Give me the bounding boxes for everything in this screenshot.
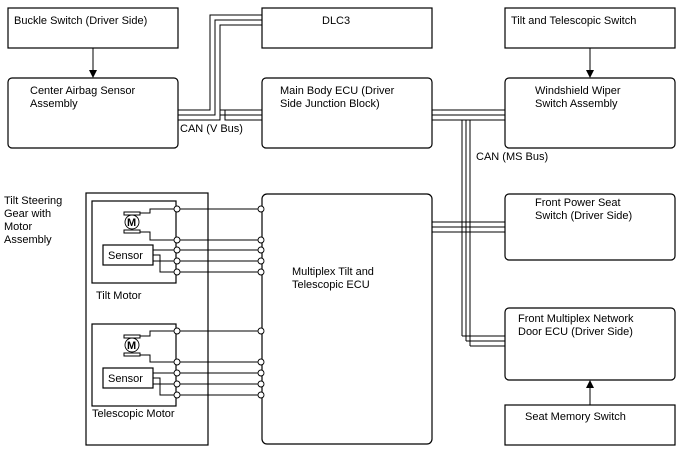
tilt-telescopic-switch-box: Tilt and Telescopic Switch (504, 7, 676, 49)
can-ms-bus-label: CAN (MS Bus) (476, 151, 548, 163)
windshield-wiper-box: Windshield Wiper Switch Assembly (504, 77, 676, 149)
tilt-wiring (140, 205, 265, 276)
dlc3-label: DLC3 (322, 15, 350, 27)
seat-memory-label: Seat Memory Switch (525, 411, 626, 423)
front-multiplex-box: Front Multiplex Network Door ECU (Driver… (504, 307, 676, 381)
windshield-wiper-label-line1: Windshield Wiper (535, 85, 621, 97)
telescopic-sensor-label: Sensor (108, 373, 143, 385)
center-airbag-label-line1: Center Airbag Sensor (30, 85, 136, 97)
tilt-sensor-label: Sensor (108, 250, 143, 262)
tilt-motor-label: Tilt Motor (96, 290, 142, 302)
front-multiplex-label-line2: Door ECU (Driver Side) (518, 326, 633, 338)
windshield-wiper-label-line2: Switch Assembly (535, 98, 618, 110)
tilt-steering-title-line2: Gear with (4, 208, 51, 220)
center-airbag-label-line2: Assembly (30, 98, 78, 110)
front-power-seat-label-line1: Front Power Seat (535, 197, 621, 209)
can-ms-bus: CAN (MS Bus) (432, 109, 548, 347)
tilt-steering-title-line1: Tilt Steering (4, 195, 62, 207)
telescopic-wiring (140, 327, 265, 399)
main-body-ecu-box: Main Body ECU (Driver Side Junction Bloc… (261, 77, 433, 149)
front-power-seat-box: Front Power Seat Switch (Driver Side) (504, 193, 676, 261)
buckle-switch-label: Buckle Switch (Driver Side) (14, 15, 147, 27)
center-airbag-box: Center Airbag Sensor Assembly (7, 77, 179, 149)
multiplex-ecu-label-line2: Telescopic ECU (292, 279, 370, 291)
main-body-ecu-label-line2: Side Junction Block) (280, 98, 380, 110)
main-body-ecu-label-line1: Main Body ECU (Driver (280, 85, 395, 97)
multiplex-ecu-label-line1: Multiplex Tilt and (292, 266, 374, 278)
tilt-motor-icon: M (123, 211, 141, 234)
front-power-seat-label-line2: Switch (Driver Side) (535, 210, 632, 222)
telescopic-motor-icon: M (123, 334, 141, 357)
arrow-seat-memory-to-door-ecu (586, 380, 594, 405)
telescopic-motor-label: Telescopic Motor (92, 408, 175, 420)
svg-text:M: M (127, 340, 136, 352)
tilt-steering-title-line4: Assembly (4, 234, 52, 246)
tilt-steering-assembly: Tilt Steering Gear with Motor Assembly M… (4, 192, 209, 446)
can-v-bus: CAN (V Bus) (178, 14, 262, 135)
arrow-tilt-switch-to-wiper (586, 48, 594, 78)
seat-memory-box: Seat Memory Switch (504, 404, 676, 446)
svg-text:M: M (127, 217, 136, 229)
arrow-buckle-to-airbag (89, 48, 97, 78)
can-v-bus-label: CAN (V Bus) (180, 123, 243, 135)
front-multiplex-label-line1: Front Multiplex Network (518, 313, 634, 325)
tilt-telescopic-switch-label: Tilt and Telescopic Switch (511, 15, 636, 27)
multiplex-ecu-box: Multiplex Tilt and Telescopic ECU (261, 193, 433, 445)
tilt-steering-title-line3: Motor (4, 221, 32, 233)
dlc3-box: DLC3 (261, 7, 433, 49)
buckle-switch-box: Buckle Switch (Driver Side) (7, 7, 179, 49)
